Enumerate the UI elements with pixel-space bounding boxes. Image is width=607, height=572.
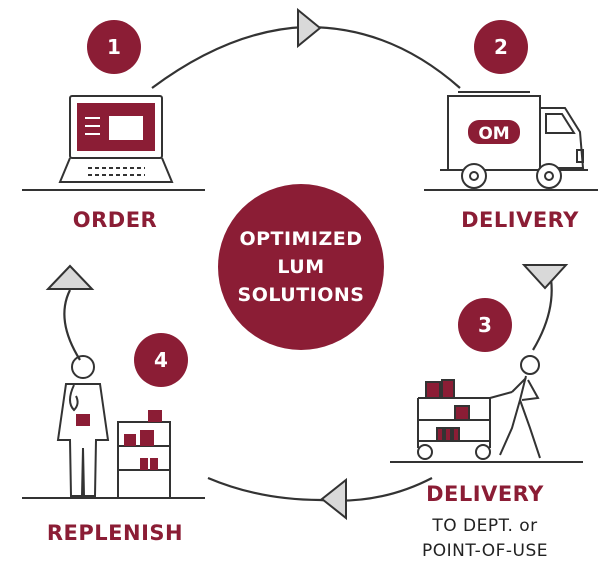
laptop-icon	[58, 95, 174, 183]
step-label-delivery: DELIVERY	[461, 208, 579, 232]
step-badge-2: 2	[474, 20, 528, 74]
step-label-dept-delivery: DELIVERY	[426, 482, 544, 506]
center-line-3: SOLUTIONS	[237, 284, 365, 306]
step-sublabel-dept: TO DEPT. or	[432, 516, 538, 536]
step-badge-1: 1	[87, 20, 141, 74]
step-number: 1	[107, 35, 121, 59]
step-number: 3	[478, 313, 492, 337]
step-label-order: ORDER	[72, 208, 158, 232]
shelf-icon	[117, 410, 171, 499]
doctor-icon	[56, 355, 110, 497]
step-sublabel-point-of-use: POINT-OF-USE	[421, 541, 549, 561]
arrow-left	[320, 477, 347, 521]
arc-dept-to-replenish	[207, 476, 433, 502]
center-line-1: OPTIMIZED	[239, 228, 363, 250]
arrow-down	[521, 264, 569, 290]
step-number: 4	[154, 348, 168, 372]
cart-worker-icon	[417, 355, 541, 460]
step-badge-4: 4	[134, 333, 188, 387]
center-hub: OPTIMIZED LUM SOLUTIONS	[218, 184, 384, 350]
truck-logo-text: OM	[478, 124, 509, 144]
step-number: 2	[494, 35, 508, 59]
step-badge-3: 3	[458, 298, 512, 352]
arc-replenish-to-order	[63, 289, 81, 361]
step-label-replenish: REPLENISH	[46, 521, 184, 545]
center-line-2: LUM	[277, 256, 325, 278]
truck-icon	[440, 91, 588, 189]
arrow-up	[45, 264, 95, 290]
arrow-right	[297, 7, 322, 49]
